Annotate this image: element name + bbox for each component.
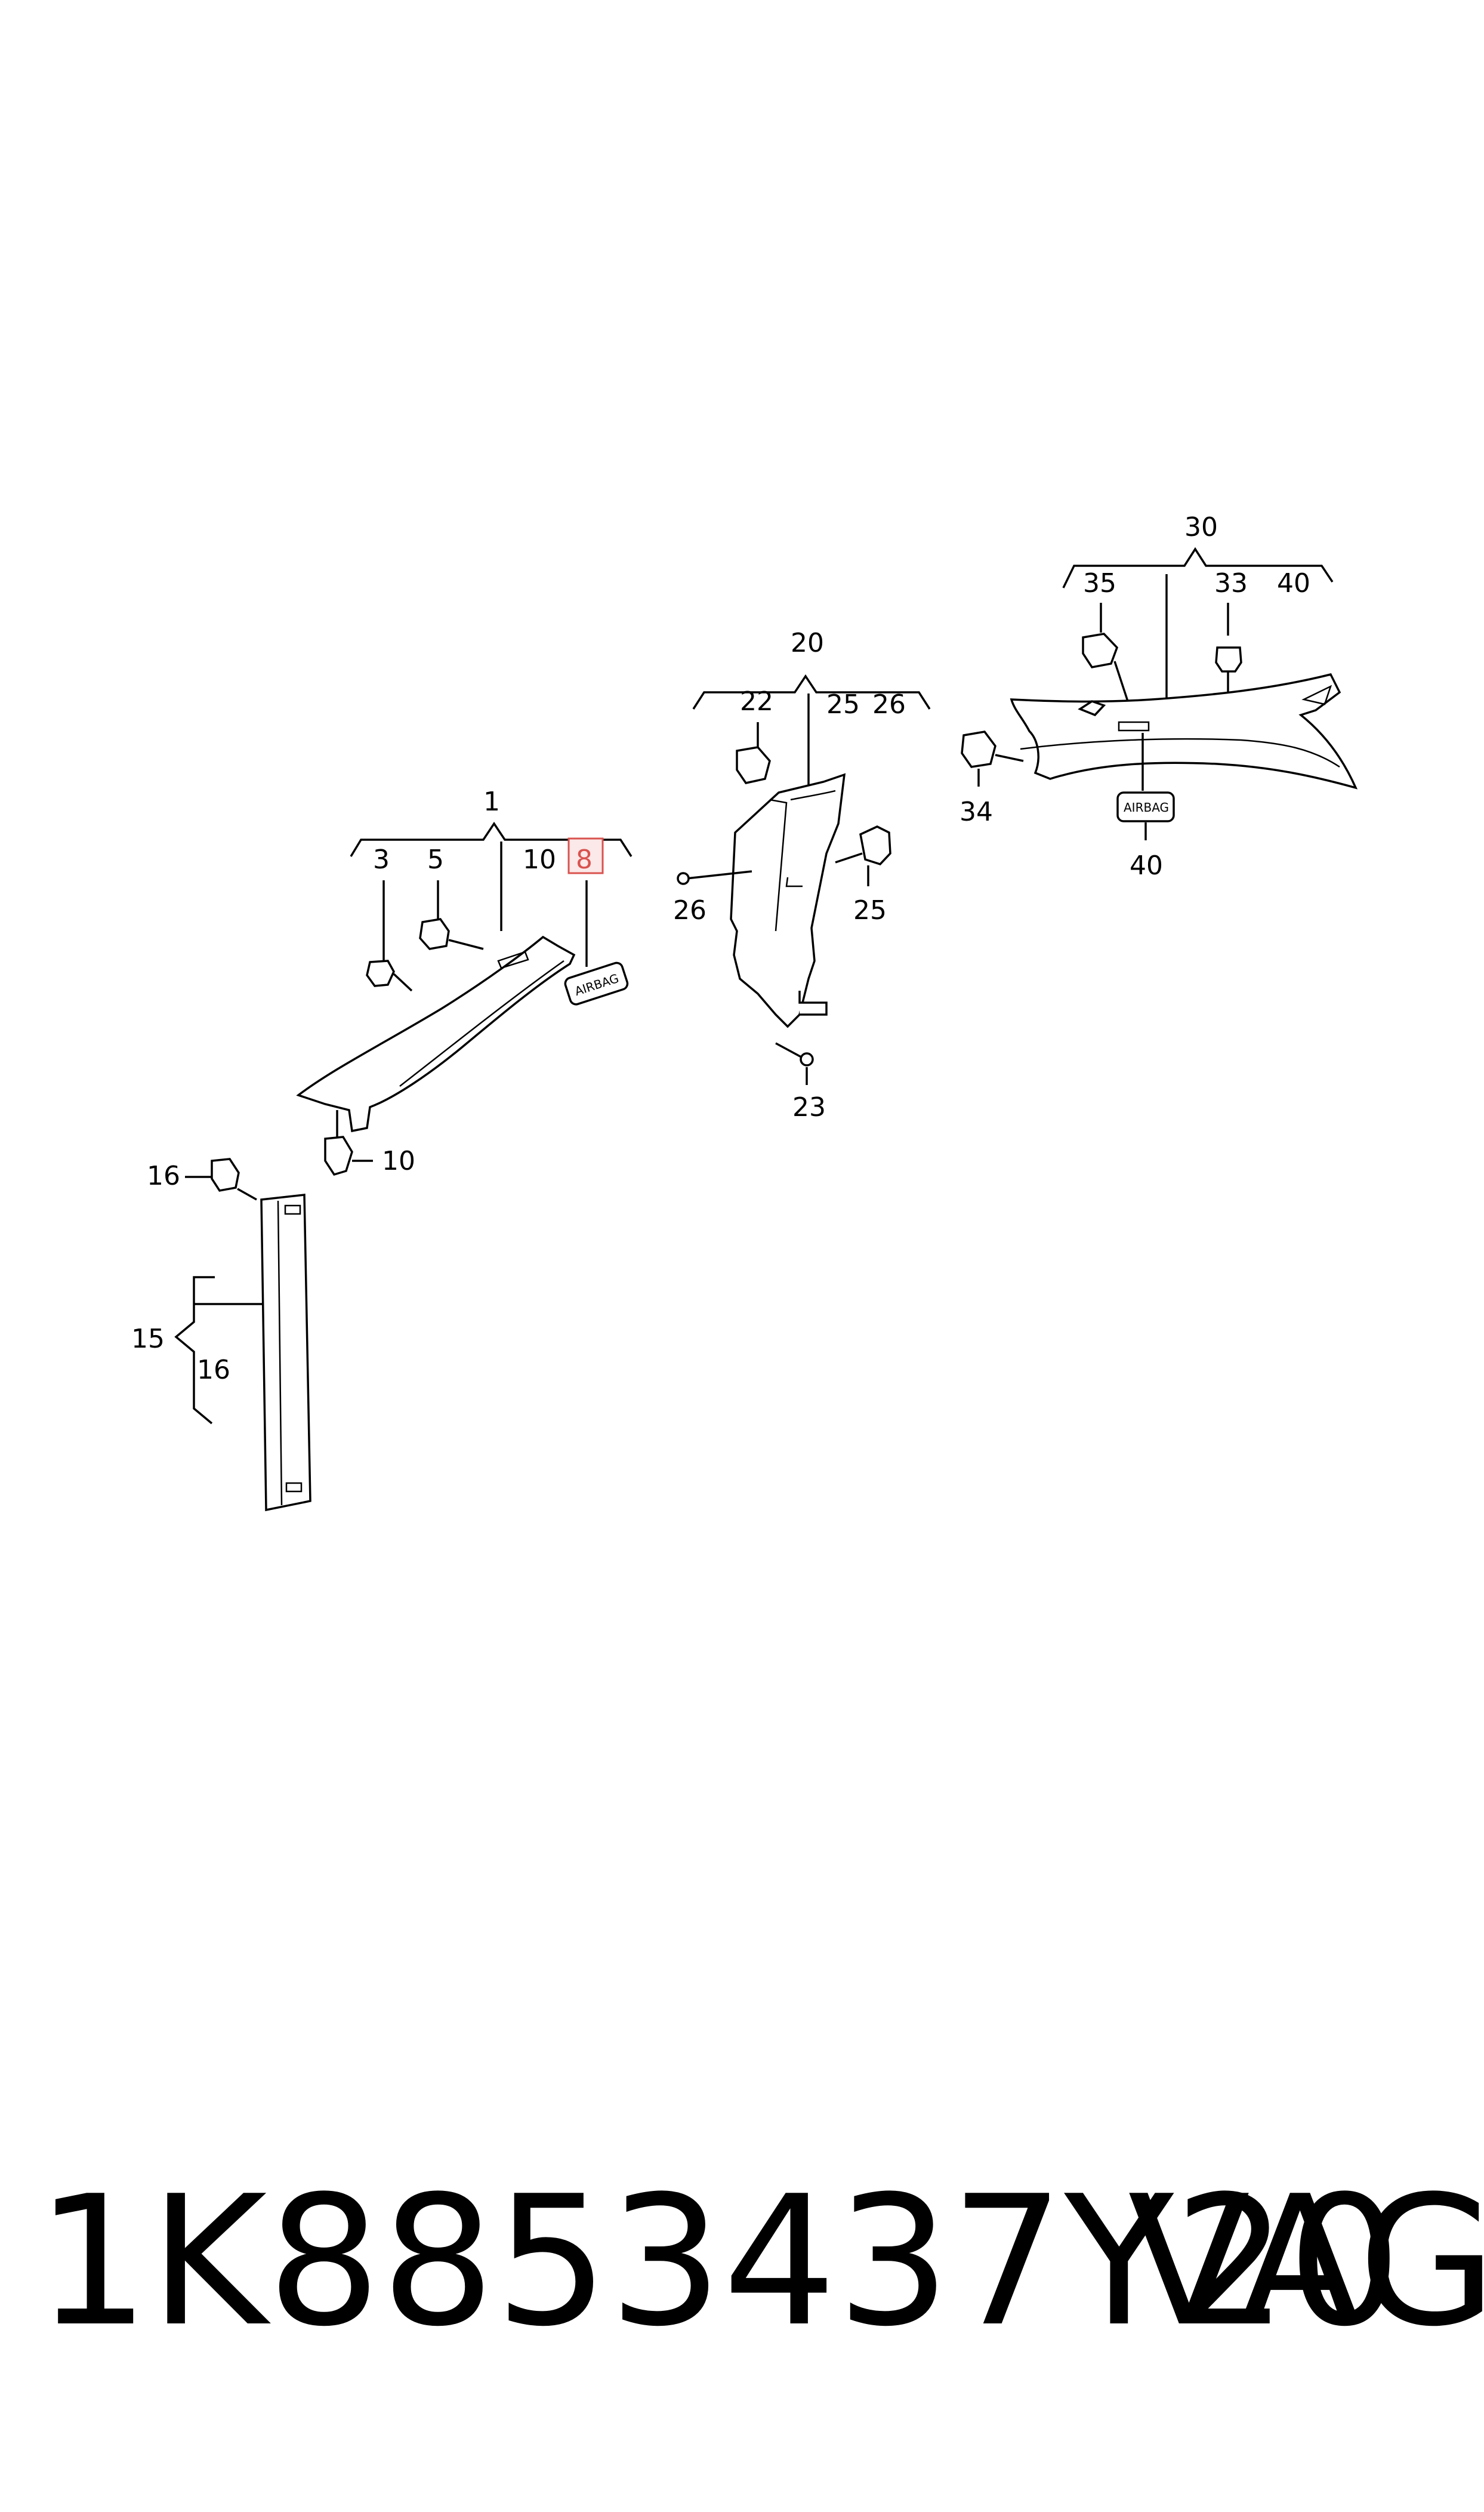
clip-10-icon (324, 1136, 353, 1176)
group-20-bracket (692, 674, 931, 710)
callout-16-top: 16 (147, 1161, 180, 1191)
callout-10-bottom: 10 (382, 1146, 415, 1176)
callout-23: 23 (792, 1092, 826, 1123)
screw-26-icon (677, 872, 690, 885)
group-30-assembly: 30 35 33 40 34 AIRBAG 40 (959, 512, 1358, 881)
lower-trim-icon (260, 1194, 311, 1512)
group-15-bracket (174, 1276, 215, 1425)
leader-16-panel (237, 1188, 257, 1201)
airbag-badge-40-text: AIRBAG (1124, 800, 1169, 815)
callout-26-bottom: 26 (673, 895, 706, 926)
leader-3-panel (393, 973, 413, 992)
callout-30: 30 (1184, 512, 1218, 543)
clip-34-icon (961, 731, 996, 768)
c-pillar-slot (1118, 721, 1150, 732)
footer: 1K8853437Y20 VAG (0, 2137, 1484, 2387)
b-pillar-tab (798, 991, 828, 1016)
c-pillar-tab (1078, 700, 1106, 717)
clip-33-icon (1215, 646, 1242, 673)
group-20-assembly: 20 22 25 26 26 25 23 (673, 628, 931, 1123)
a-pillar-trim-icon (296, 935, 576, 1133)
callout-10-top: 10 (523, 844, 556, 875)
callout-20: 20 (791, 628, 824, 658)
b-pillar-edge (769, 799, 788, 932)
brand-name: VAG (1128, 2157, 1484, 2366)
callout-40-bottom: 40 (1130, 850, 1163, 881)
group-1-assembly: 1 3 5 10 8 AIRBAG 10 (296, 787, 633, 1176)
part-number: 1K8853437Y20 (36, 2157, 1402, 2366)
b-pillar-top-rib (790, 790, 836, 801)
lower-trim-slot-bottom (285, 1482, 303, 1493)
callout-8-highlight (567, 837, 604, 874)
clip-3-icon (366, 960, 395, 987)
clip-22-icon (736, 746, 771, 784)
clip-5-icon (419, 918, 450, 950)
callout-3: 3 (373, 844, 390, 875)
callout-35: 35 (1083, 568, 1116, 599)
callout-26-top: 26 (872, 689, 906, 720)
b-pillar-trim-icon (730, 773, 846, 1028)
screw-23-icon (800, 1052, 814, 1067)
group-1-bracket (350, 821, 633, 857)
callout-40-top: 40 (1277, 568, 1310, 599)
callout-8: 8 (576, 844, 593, 875)
callout-1: 1 (483, 787, 500, 817)
group-15-assembly: 16 15 16 (131, 1158, 311, 1512)
airbag-badge-shape (564, 961, 629, 1006)
airbag-badge-icon: AIRBAG (564, 961, 629, 1006)
group-30-bracket (1062, 547, 1334, 588)
callout-22: 22 (740, 686, 773, 717)
c-pillar-corner (1301, 685, 1332, 705)
callout-34: 34 (959, 797, 993, 827)
callout-16-bottom: 16 (197, 1355, 230, 1385)
leader-26 (686, 870, 752, 880)
callout-25-top: 25 (826, 689, 860, 720)
callout-15: 15 (131, 1324, 165, 1354)
clip-35-icon (1082, 633, 1119, 668)
callout-5: 5 (427, 844, 444, 875)
callout-33: 33 (1214, 568, 1248, 599)
a-pillar-slot (497, 951, 529, 969)
clip-25-icon (859, 825, 891, 866)
leader-34-panel (995, 754, 1024, 762)
c-pillar-trim-icon (1010, 673, 1358, 790)
c-pillar-edge (1020, 738, 1340, 768)
leader-35-panel (1113, 661, 1129, 702)
a-pillar-edge (399, 960, 564, 1087)
b-pillar-slot (785, 877, 803, 887)
airbag-badge-40-icon (1116, 791, 1175, 822)
clip-16-icon (211, 1158, 240, 1192)
lower-trim-slot-top (284, 1204, 301, 1215)
lower-trim-edge (277, 1200, 283, 1506)
callout-25-bottom: 25 (853, 895, 887, 926)
leader-25-panel (835, 852, 863, 864)
leader-5-panel (448, 939, 484, 950)
